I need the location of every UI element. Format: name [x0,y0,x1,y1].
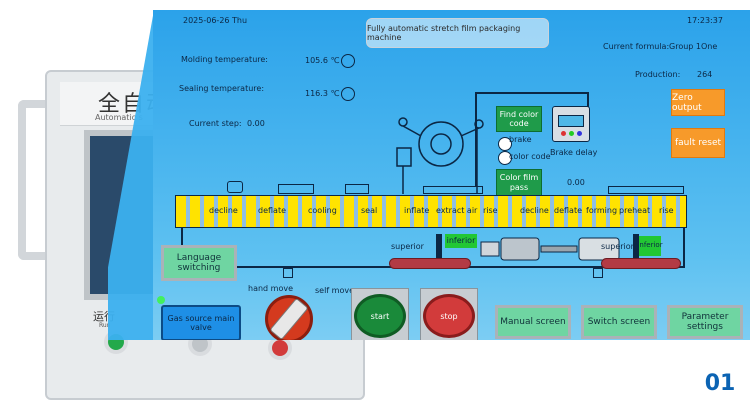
fault-reset-button[interactable]: fault reset [671,128,725,158]
stage-label: rise [659,206,674,215]
foot-2 [593,268,603,278]
roller-inferior-right-label: inferior [637,236,663,256]
molding-temp-label: Molding temperature: [181,55,268,64]
machine-title: Fully automatic stretch film packaging m… [366,18,549,48]
current-step-label: Current step: [189,119,242,128]
stage-label: cooling [308,206,337,215]
stop-button[interactable]: stop [423,294,475,338]
zero-output-button[interactable]: Zero output [671,89,725,116]
current-step-value: 0.00 [247,119,265,128]
molding-temp-value: 105.6 ℃ [305,56,340,65]
stage-label: decline [209,206,238,215]
current-formula-label: Current formula: [603,42,670,51]
color-code-label: color code [509,152,551,161]
sensor-led-green-icon [569,131,574,136]
stage-label: rise [483,206,498,215]
module-box-5 [608,186,684,194]
film-roll-icon [396,117,484,194]
sealing-temp-value: 116.3 ℃ [305,89,340,98]
color-code-lamp [498,151,512,165]
stop-hw-button[interactable] [268,336,292,360]
brake-label: brake [509,135,532,144]
switch-screen-button[interactable]: Switch screen [581,305,657,339]
page-number: 01 [690,366,750,400]
production-value: 264 [697,70,713,79]
foot-1 [283,268,293,278]
stage-label: deflate [554,206,582,215]
sensor-led-blue-icon [577,131,582,136]
gas-status-icon [157,296,165,304]
pass-value: 0.00 [567,178,585,187]
manual-screen-button[interactable]: Manual screen [495,305,571,339]
module-box-3 [345,184,369,194]
module-box-2 [278,184,314,194]
roller-post-right [633,234,639,264]
stage-label: preheat [619,206,651,215]
start-button[interactable]: start [354,294,406,338]
module-box-4 [423,186,483,194]
parameter-settings-button[interactable]: Parameter settings [667,305,743,339]
wire-right [587,92,589,108]
stage-label: forming [586,206,618,215]
brake-lamp [498,137,512,151]
stage-label: deflate [258,206,286,215]
hmi-panel: 2025-06-26 Thu Fully automatic stretch f… [153,10,750,340]
production-label: Production: [635,70,681,79]
sensor-led-red-icon [561,131,566,136]
roller-superior-left-label: superior [391,242,424,251]
module-box-1 [227,181,243,193]
stage-label: decline [520,206,549,215]
wire-top [475,92,587,94]
hand-move-label: hand move [248,284,294,293]
roller-left [389,258,471,269]
run-sublabel: Run [99,322,111,329]
sensor-box [552,106,590,142]
current-formula-value: Group 1One [669,42,718,51]
stage-label: seal [361,206,378,215]
find-color-code-button[interactable]: Find color code [496,106,542,132]
sealing-temp-label: Sealing temperature: [179,84,265,93]
cabinet-subtitle: Automatic s [95,113,143,122]
stage-label: extract air [436,206,478,215]
cabinet-handle [18,100,48,260]
sealing-temp-lamp [341,87,355,101]
self-move-label: self move [315,286,355,295]
molding-temp-lamp [341,54,355,68]
header-time: 17:23:37 [687,16,723,25]
roller-post-left [436,234,442,264]
frame-post-right [683,228,685,268]
roller-inferior-left-label: inferior [445,234,477,248]
header-date: 2025-06-26 Thu [183,16,248,25]
color-film-pass-button[interactable]: Color film pass [496,169,542,196]
conveyor-belt [175,195,687,228]
gas-source-valve-button[interactable]: Gas source main valve [161,305,241,340]
stage-label: inflate [404,206,430,215]
brake-delay-label: Brake delay [550,148,598,157]
sensor-window [558,115,584,127]
roller-superior-right-label: superior [601,242,634,251]
roller-right [601,258,681,269]
motor-icon [480,237,620,261]
wire-left [475,92,477,187]
language-switching-button[interactable]: Language switching [161,245,237,281]
